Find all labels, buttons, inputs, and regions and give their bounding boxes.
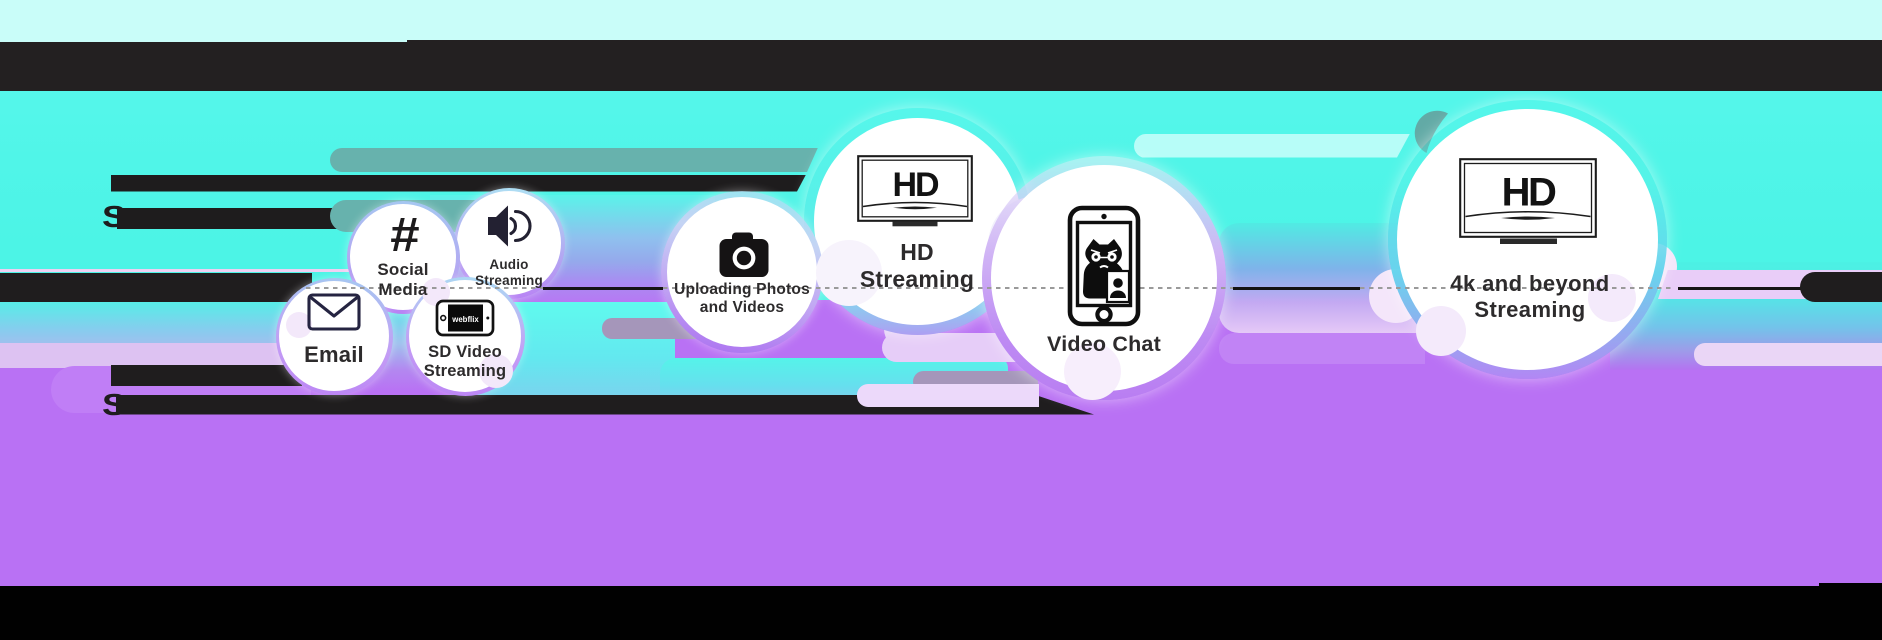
svg-text:webflix: webflix xyxy=(451,315,479,324)
svg-text:HD: HD xyxy=(892,166,939,204)
svg-text:HD: HD xyxy=(1502,171,1556,215)
